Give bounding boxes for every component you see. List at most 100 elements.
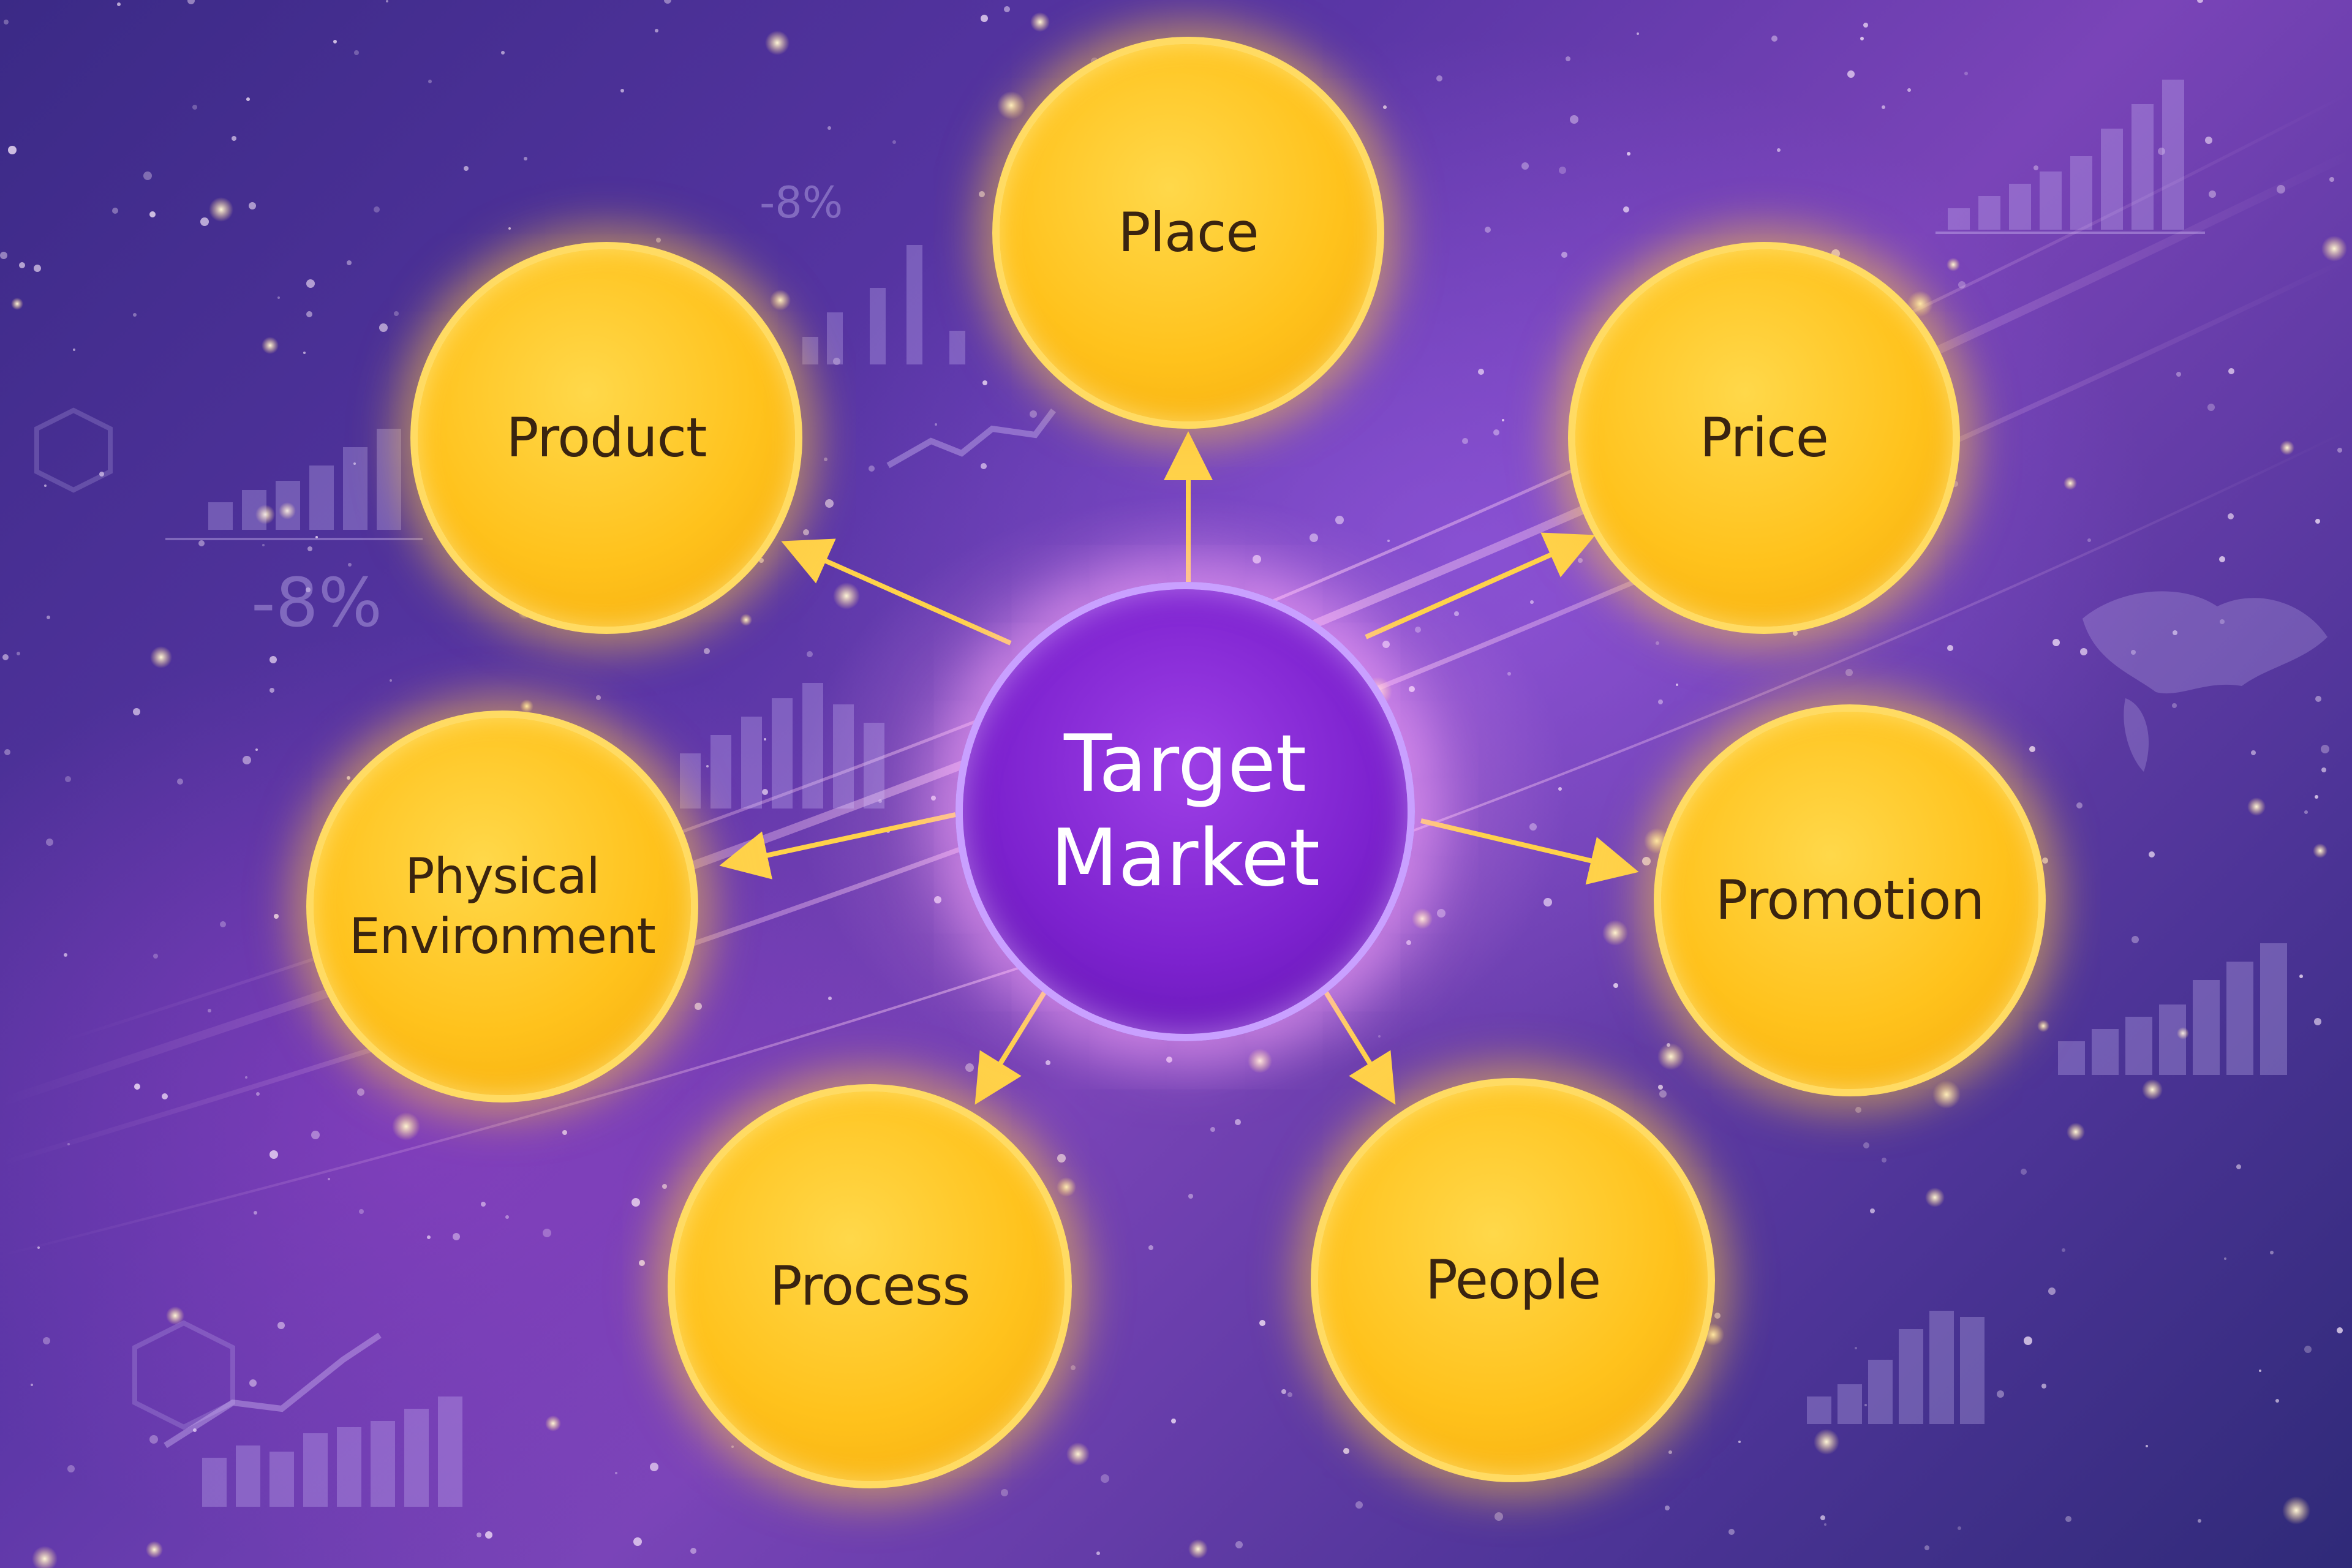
sparkle xyxy=(2315,696,2321,702)
sparkle xyxy=(31,1384,33,1386)
sparkle xyxy=(146,1541,163,1558)
sparkle xyxy=(427,1235,431,1239)
sparkle xyxy=(1947,258,1960,271)
sparkle xyxy=(1057,1154,1066,1163)
sparkle xyxy=(2337,448,2342,453)
sparkle xyxy=(2146,1445,2148,1447)
sparkle xyxy=(1637,32,1639,35)
sparkle xyxy=(133,313,137,317)
sparkle xyxy=(706,765,709,767)
sparkle xyxy=(1355,1501,1363,1509)
sparkle xyxy=(869,466,875,472)
sparkle xyxy=(255,748,258,751)
sparkle xyxy=(997,91,1025,119)
sparkle xyxy=(1907,291,1933,317)
sparkle xyxy=(277,296,280,299)
arrow-to-product xyxy=(781,538,1012,646)
sparkle xyxy=(353,462,356,465)
sparkle xyxy=(2321,767,2326,772)
sparkle xyxy=(501,51,505,55)
sparkle xyxy=(2315,519,2320,524)
sparkle xyxy=(807,651,813,657)
sparkle xyxy=(1066,1442,1090,1466)
sparkle xyxy=(1924,1545,1929,1550)
sparkle xyxy=(37,1246,40,1249)
sparkle xyxy=(73,349,75,351)
sparkle xyxy=(347,260,352,265)
sparkle xyxy=(1378,1035,1381,1038)
sparkle xyxy=(1004,6,1010,12)
sparkle xyxy=(1657,1043,1684,1070)
sparkle xyxy=(934,896,941,903)
sparkle xyxy=(99,472,104,477)
sparkle xyxy=(2029,746,2035,752)
sparkle xyxy=(1656,641,1659,645)
sparkle xyxy=(1642,857,1651,865)
sparkle xyxy=(695,1003,702,1010)
sparkle xyxy=(2337,1327,2343,1333)
sparkle xyxy=(562,1130,567,1135)
sparkle xyxy=(2172,703,2177,708)
sparkle xyxy=(825,499,834,508)
sparkle xyxy=(520,699,533,713)
sparkle xyxy=(2,654,9,660)
sparkle xyxy=(2220,619,2225,624)
node-process: Process xyxy=(668,1084,1072,1488)
sparkle xyxy=(1248,1049,1272,1073)
sparkle xyxy=(392,1112,420,1140)
sparkle xyxy=(935,423,937,426)
sparkle xyxy=(2037,1020,2049,1032)
sparkle xyxy=(44,484,47,487)
sparkle xyxy=(2062,1248,2065,1252)
node-target-market-label: Target Market xyxy=(1050,718,1320,904)
sparkle xyxy=(1502,419,1504,421)
sparkle xyxy=(2065,1516,2071,1522)
sparkle xyxy=(220,921,226,927)
sparkle xyxy=(979,191,985,197)
sparkle xyxy=(1406,940,1411,945)
sparkle xyxy=(1409,686,1415,692)
sparkle xyxy=(243,756,251,764)
sparkle xyxy=(1964,72,1968,75)
sparkle xyxy=(982,380,987,385)
sparkle xyxy=(249,1379,257,1387)
sparkle xyxy=(2224,1257,2226,1260)
sparkle xyxy=(1485,227,1491,233)
sparkle xyxy=(262,337,279,354)
sparkle xyxy=(1382,641,1390,648)
sparkle xyxy=(1057,1177,1076,1197)
sparkle xyxy=(1558,787,1562,791)
sparkle xyxy=(664,0,671,4)
sparkle xyxy=(277,1322,285,1329)
sparkle xyxy=(2080,648,2087,655)
sparkle xyxy=(485,1531,492,1539)
sparkle xyxy=(650,1463,658,1471)
sparkle xyxy=(34,265,41,272)
sparkle xyxy=(2299,974,2303,978)
sparkle xyxy=(1738,1441,1741,1443)
sparkle xyxy=(1627,152,1630,156)
sparkle xyxy=(1287,1392,1292,1397)
sparkle xyxy=(765,31,790,55)
sparkle xyxy=(633,1537,642,1546)
sparkle xyxy=(1166,1057,1172,1063)
node-people-label: People xyxy=(1425,1248,1601,1312)
sparkle xyxy=(1310,533,1318,542)
sparkle xyxy=(64,953,67,957)
sparkle xyxy=(306,587,311,592)
sparkle xyxy=(639,1260,645,1266)
sparkle xyxy=(328,1178,330,1180)
sparkle xyxy=(2205,137,2212,144)
sparkle xyxy=(656,238,661,243)
sparkle xyxy=(2277,185,2285,194)
sparkle xyxy=(1947,645,1953,651)
sparkle xyxy=(357,1088,364,1096)
sparkle xyxy=(1436,75,1442,81)
sparkle xyxy=(1958,281,1966,288)
sparkle xyxy=(1863,23,1868,28)
sparkle xyxy=(2064,477,2077,490)
sparkle xyxy=(428,80,432,83)
sparkle xyxy=(2259,1370,2261,1372)
sparkle xyxy=(981,15,988,22)
